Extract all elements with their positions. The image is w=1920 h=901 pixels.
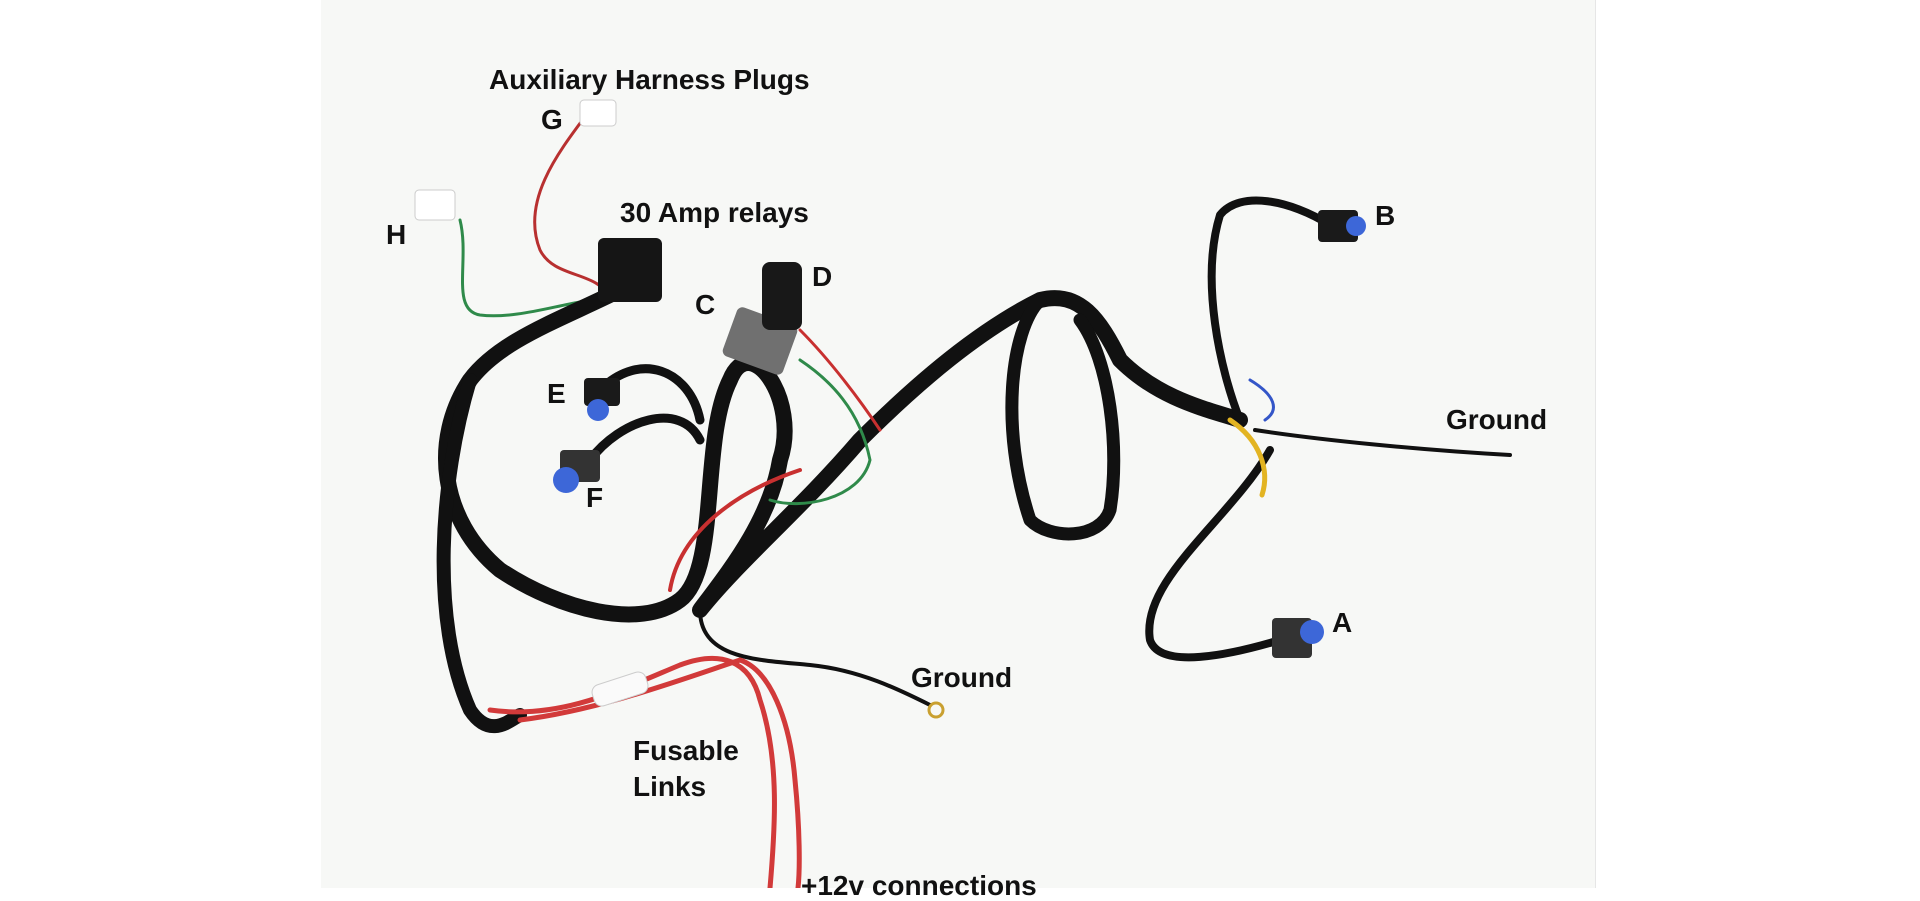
a-branch <box>1145 446 1284 662</box>
label-a: A <box>1332 607 1353 638</box>
red-trunk-wire <box>668 468 802 592</box>
b-branch <box>1207 196 1334 424</box>
connector-f-blue <box>553 467 579 493</box>
green-wire-h <box>458 218 602 318</box>
fuse-holder <box>591 671 649 707</box>
connector-b-blue <box>1346 216 1366 236</box>
plug-h <box>414 189 456 221</box>
label-d: D <box>812 261 833 292</box>
ground-bottom-wire <box>698 608 932 707</box>
label-auxiliary-harness-plugs: Auxiliary Harness Plugs <box>489 64 810 95</box>
connector-a-blue <box>1300 620 1324 644</box>
red-to-d <box>798 328 882 432</box>
label-12v-connections: +12v connections <box>801 870 1037 901</box>
cd-wires <box>768 358 872 506</box>
label-c: C <box>695 289 716 320</box>
connector-e-blue <box>587 399 609 421</box>
plug-g <box>579 99 617 127</box>
blue-wire <box>1248 378 1275 422</box>
connector-b <box>1318 210 1358 242</box>
label-30-amp-relays: 30 Amp relays <box>620 197 809 228</box>
left-loop <box>436 373 527 734</box>
label-g: G <box>541 104 563 135</box>
ground-right-wire <box>1253 428 1512 457</box>
label-h: H <box>386 219 407 250</box>
connector-e <box>584 378 620 406</box>
label-e: E <box>547 378 566 409</box>
label-f: F <box>586 482 604 513</box>
label-b: B <box>1375 200 1396 231</box>
label-links: Links <box>633 771 707 802</box>
connector-d <box>762 262 802 330</box>
ring-terminal <box>927 701 945 719</box>
label-ground-right: Ground <box>1446 404 1548 435</box>
yellow-wire <box>1227 417 1268 498</box>
coil-loop <box>1005 293 1121 541</box>
label-ground-bottom: Ground <box>911 662 1013 693</box>
relay-block <box>598 238 662 302</box>
fusable-link-left <box>487 655 777 888</box>
red-wire-g <box>533 108 612 302</box>
label-fusable: Fusable <box>633 735 739 766</box>
